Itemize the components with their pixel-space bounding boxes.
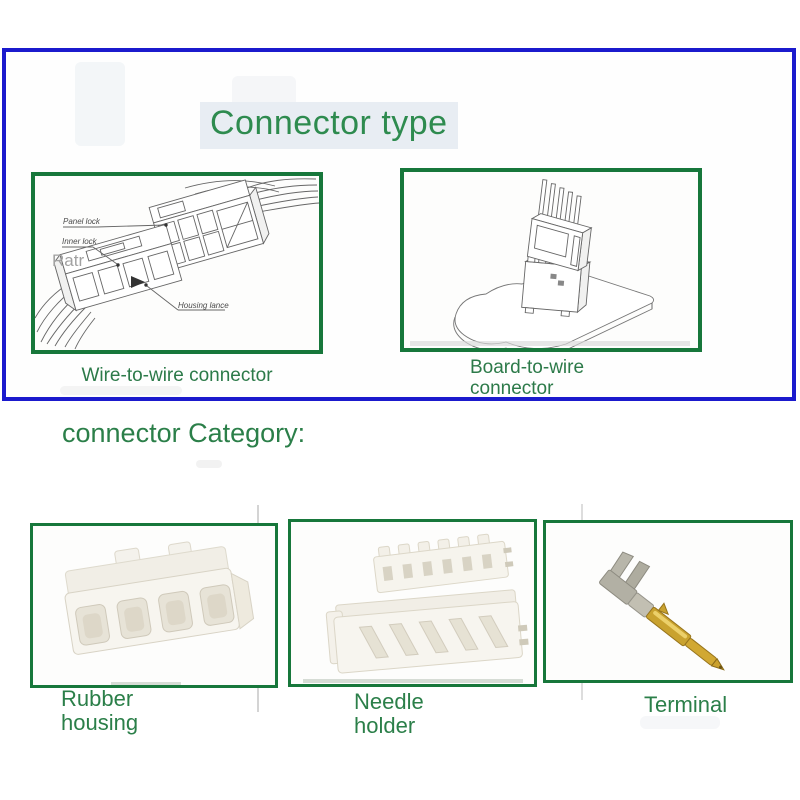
panel-title: Connector type <box>200 102 458 149</box>
terminal-pin <box>599 551 725 671</box>
board-to-wire-box <box>400 168 702 352</box>
needle-holder-photo <box>325 533 529 674</box>
rubber-housing-caption-line1: Rubber <box>61 686 134 711</box>
large-header <box>325 589 529 674</box>
scan-strip <box>111 682 181 685</box>
needle-holder-caption: Needle holder <box>354 690 424 738</box>
scan-smudge <box>196 460 222 468</box>
rubber-housing-photo <box>64 541 255 655</box>
terminal-box <box>543 520 793 683</box>
scan-smudge <box>60 386 182 395</box>
wire-to-wire-box: Panel lock Inner lock Ratr Housing lance <box>31 172 323 354</box>
terminal-photo <box>599 551 725 671</box>
scan-smudge <box>75 62 125 146</box>
ratr-label: Ratr <box>52 251 84 270</box>
rubber-housing-body <box>64 541 255 655</box>
needle-holder-caption-line1: Needle <box>354 689 424 714</box>
board-to-wire-caption: Board-to-wire connector <box>470 357 584 399</box>
rubber-housing-caption: Rubber housing <box>61 687 138 735</box>
diagram-labels: Panel lock Inner lock Ratr Housing lance <box>52 217 229 311</box>
scan-smudge <box>640 716 720 729</box>
scan-strip <box>303 679 523 683</box>
rubber-housing-caption-line2: housing <box>61 710 139 735</box>
needle-holder-caption-line2: holder <box>354 713 416 738</box>
board-to-wire-diagram-icon <box>453 179 655 348</box>
terminal-caption: Terminal <box>644 693 727 717</box>
housing-lance-label: Housing lance <box>178 301 229 310</box>
board-to-wire-caption-line2: connector <box>470 378 554 399</box>
terminal-caption-line1: Terminal <box>644 692 728 717</box>
upper-connector <box>148 179 270 272</box>
lower-connector <box>53 223 183 312</box>
small-header <box>373 533 514 594</box>
pin-header <box>526 179 593 272</box>
panel-lock-label: Panel lock <box>63 217 101 226</box>
category-heading: connector Category: <box>62 418 306 448</box>
connector-type-panel: Connector type <box>2 48 796 401</box>
scan-strip <box>410 341 690 346</box>
needle-holder-box <box>288 519 537 687</box>
rubber-housing-box <box>30 523 278 688</box>
wire-to-wire-diagram-icon: Panel lock Inner lock Ratr Housing lance <box>35 178 319 350</box>
inner-lock-label: Inner lock <box>62 237 98 246</box>
wire-to-wire-caption: Wire-to-wire connector <box>81 365 273 386</box>
mating-arrow-icon <box>131 276 145 288</box>
board-to-wire-caption-line1: Board-to-wire <box>470 357 585 378</box>
